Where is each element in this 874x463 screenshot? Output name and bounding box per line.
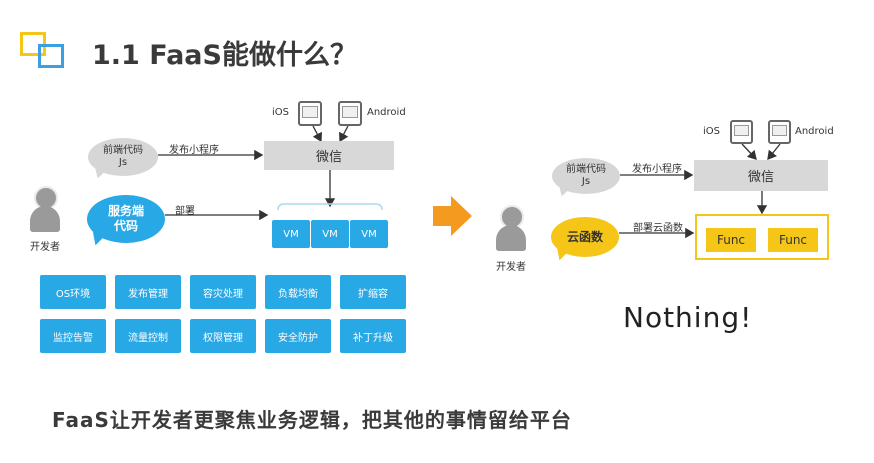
func-container — [695, 214, 829, 260]
bubble-line: 前端代码 — [103, 144, 143, 156]
vm-group-bracket — [277, 203, 383, 211]
ios-label-left: iOS — [272, 107, 289, 118]
bubble-line: 代码 — [113, 219, 138, 233]
publish-label-right: 发布小程序 — [632, 164, 682, 175]
ops-tile: 容灾处理 — [190, 275, 256, 309]
func-box: Func — [768, 228, 818, 252]
ops-tile: 扩缩容 — [340, 275, 406, 309]
ops-tile: OS环境 — [40, 275, 106, 309]
tablet-icon — [298, 101, 322, 126]
wechat-box-right: 微信 — [694, 160, 828, 191]
nothing-text: Nothing! — [623, 301, 753, 334]
server-code-bubble: 服务端代码 — [87, 195, 165, 243]
ops-tile: 权限管理 — [190, 319, 256, 353]
tablet-icon — [338, 101, 362, 126]
developer-label-left: 开发者 — [30, 242, 60, 253]
deploy-label-right: 部署云函数 — [633, 223, 683, 234]
developer-body-icon — [496, 225, 526, 251]
ops-tile: 发布管理 — [115, 275, 181, 309]
tablet-icon — [768, 120, 791, 144]
developer-label-right: 开发者 — [496, 262, 526, 273]
deploy-label-left: 部署 — [175, 206, 195, 217]
bubble-line: 服务端 — [107, 204, 144, 218]
bubble-line: Js — [581, 176, 591, 187]
ops-tile: 负载均衡 — [265, 275, 331, 309]
bottom-caption: FaaS让开发者更聚焦业务逻辑，把其他的事情留给平台 — [52, 408, 572, 432]
page-title: 1.1 FaaS能做什么？ — [92, 40, 357, 71]
logo-square-blue — [38, 44, 64, 68]
vm-box: VM — [272, 220, 310, 248]
cloud-function-bubble: 云函数 — [551, 217, 619, 257]
arrow-ios-to-wechat-left — [312, 125, 322, 143]
arrow-ios-to-wechat-right — [741, 143, 757, 160]
android-label-left: Android — [367, 107, 406, 118]
arrow-android-to-wechat-left — [339, 125, 349, 143]
publish-label-left: 发布小程序 — [169, 145, 219, 156]
ops-tile: 流量控制 — [115, 319, 181, 353]
bubble-line: 前端代码 — [566, 163, 606, 175]
ops-tile: 安全防护 — [265, 319, 331, 353]
vm-box: VM — [311, 220, 349, 248]
ios-label-right: iOS — [703, 126, 720, 137]
func-box: Func — [706, 228, 756, 252]
wechat-box-left: 微信 — [264, 141, 394, 170]
tablet-icon — [730, 120, 753, 144]
vm-box: VM — [350, 220, 388, 248]
arrow-android-to-wechat-right — [767, 143, 781, 161]
developer-body-icon — [30, 206, 60, 232]
transition-arrow — [433, 196, 472, 236]
bubble-line: Js — [118, 157, 128, 168]
android-label-right: Android — [795, 126, 834, 137]
ops-tile: 监控告警 — [40, 319, 106, 353]
ops-tile: 补丁升级 — [340, 319, 406, 353]
